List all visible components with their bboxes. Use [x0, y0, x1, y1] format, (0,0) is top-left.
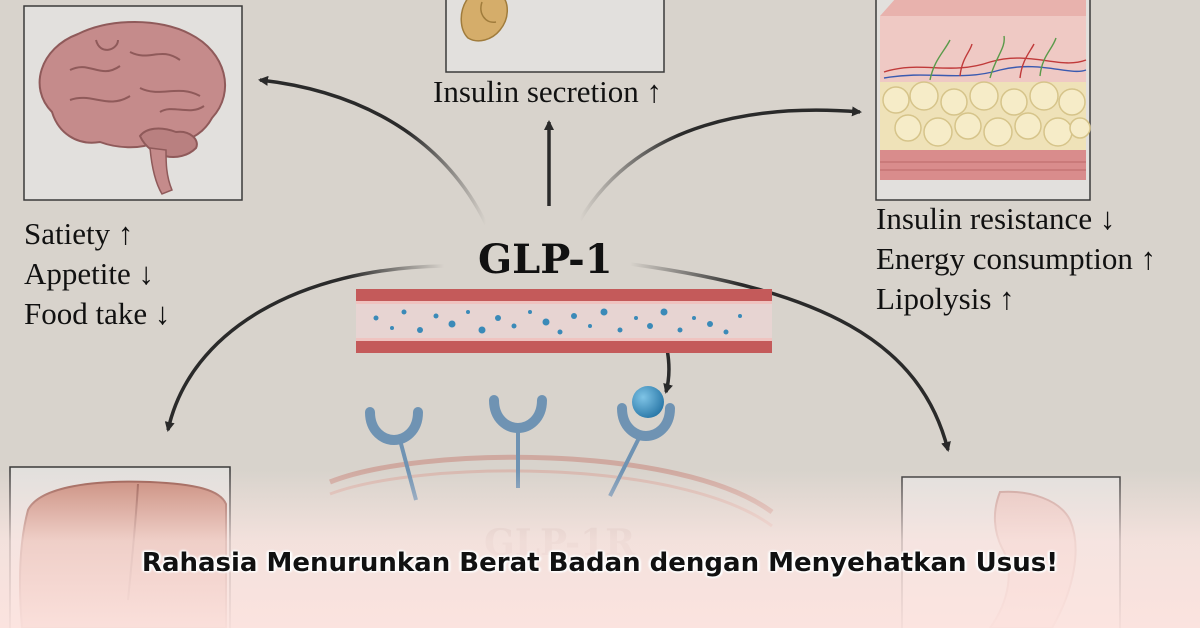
effect-insulin-secretion: Insulin secretion ↑ — [433, 74, 663, 109]
arrow-to-liver — [164, 264, 445, 432]
adipose-effects: Insulin resistance ↓ Energy consumption … — [876, 199, 1156, 319]
glp1-particles — [373, 308, 742, 335]
adipose-tissue-icon — [880, 0, 1091, 180]
adipose-panel — [875, 0, 1091, 201]
effect-arrows — [164, 75, 951, 452]
receptor-1 — [365, 407, 423, 501]
effect-lipolysis: Lipolysis ↑ — [876, 281, 1015, 316]
arrow-to-stomach — [629, 262, 951, 452]
pancreas-icon — [460, 0, 508, 42]
effect-energy-consumption: Energy consumption ↑ — [876, 241, 1157, 276]
receptor-2 — [489, 395, 547, 488]
brain-effects: Satiety ↑ Appetite ↓ Food take ↓ — [24, 214, 170, 334]
glp1-title: GLP-1 — [478, 236, 613, 283]
effect-food-take: Food take ↓ — [24, 296, 171, 331]
arrow-to-brain — [258, 75, 488, 225]
pancreas-effects: Insulin secretion ↑ — [433, 72, 662, 112]
effect-appetite: Appetite ↓ — [24, 256, 154, 291]
brain-panel — [23, 5, 243, 201]
caption-banner: Rahasia Menurunkan Berat Badan dengan Me… — [141, 548, 1059, 578]
blood-vessel-icon — [356, 289, 772, 353]
bound-glp1-icon — [632, 386, 664, 418]
cell-membrane — [329, 454, 774, 528]
effect-insulin-resistance: Insulin resistance ↓ — [876, 201, 1116, 236]
receptor-icon — [365, 395, 675, 501]
arrow-to-adipose — [578, 106, 862, 221]
brain-icon — [38, 21, 227, 195]
effect-satiety: Satiety ↑ — [24, 216, 134, 251]
pancreas-panel — [445, 0, 665, 73]
